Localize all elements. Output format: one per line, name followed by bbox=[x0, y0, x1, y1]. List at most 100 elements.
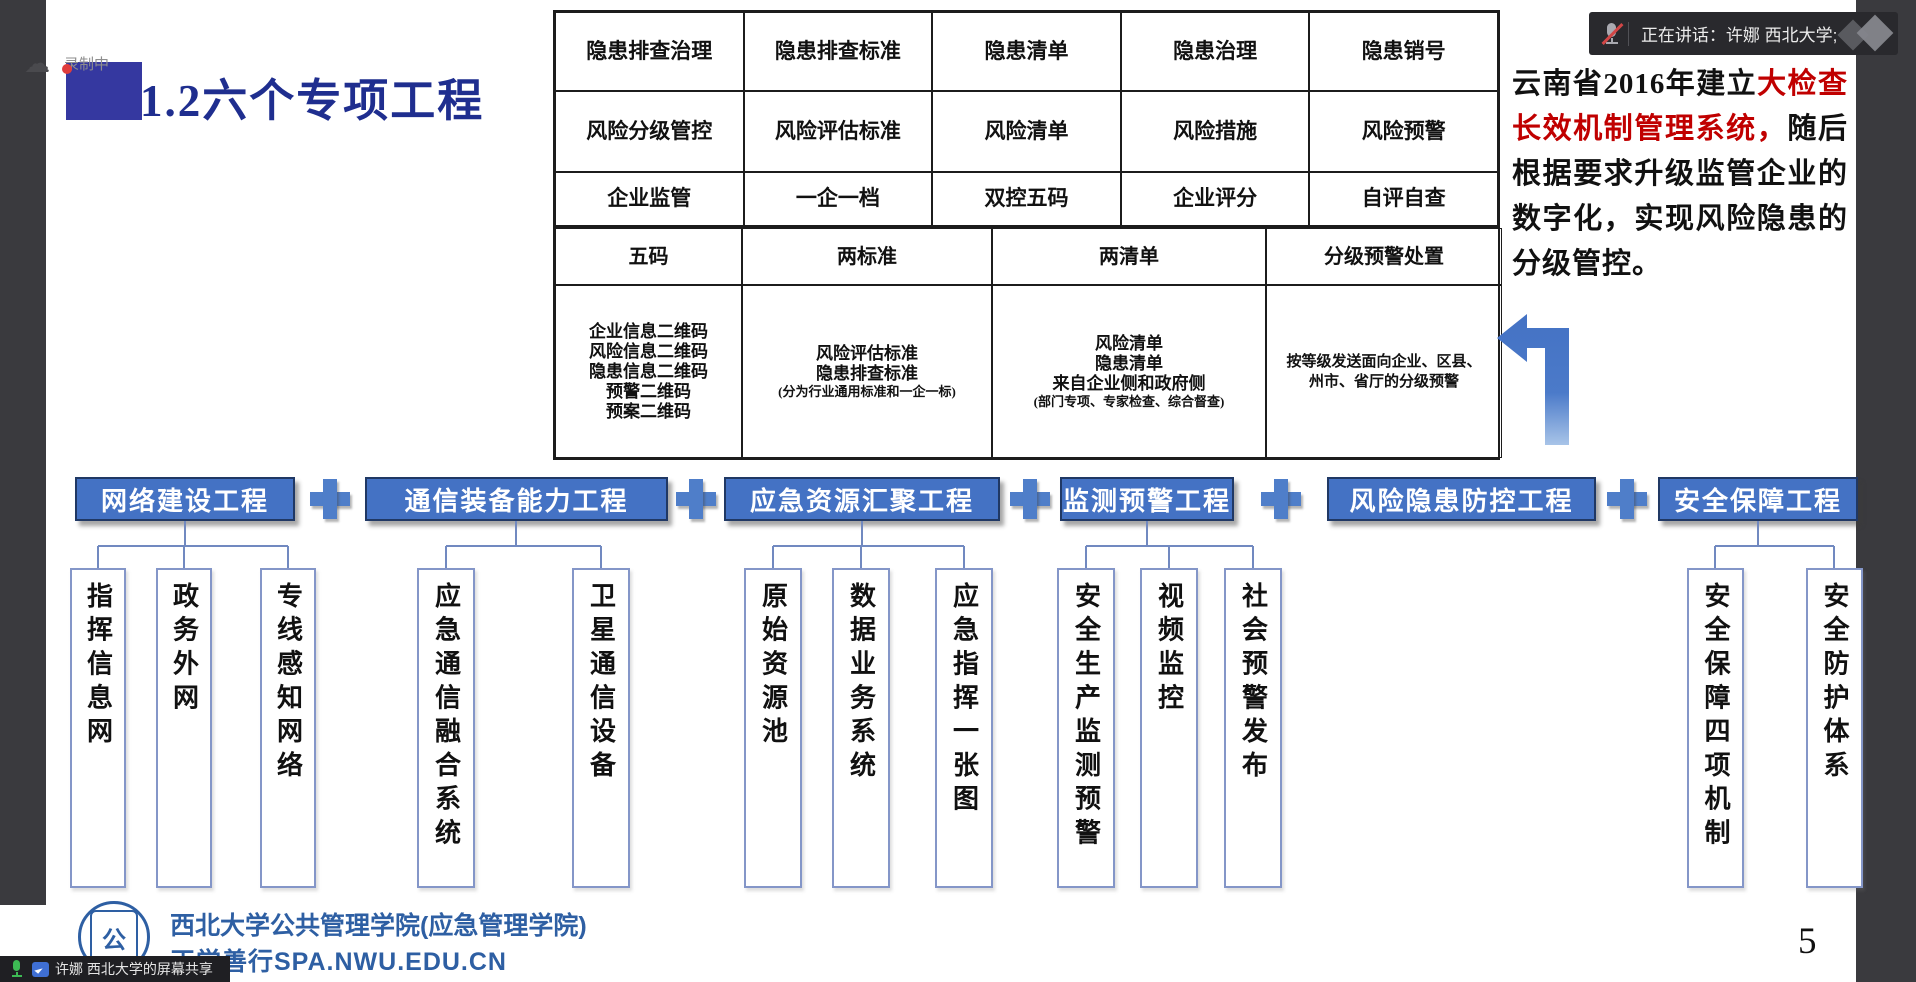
footer-school-name: 西北大学公共管理学院(应急管理学院) bbox=[170, 912, 587, 940]
page-title: 1.2六个专项工程 bbox=[140, 76, 485, 126]
table-detail-cell: 按等级发送面向企业、区县、 州市、省厅的分级预警 bbox=[1266, 285, 1502, 458]
sub-item-box: 专线感知网络 bbox=[260, 568, 316, 888]
connector bbox=[600, 546, 602, 569]
detail-note: (部门专项、专家检查、综合督查) bbox=[1033, 393, 1225, 409]
connector bbox=[772, 546, 774, 569]
double-diamond-logo-icon bbox=[1837, 14, 1894, 54]
speaking-label: 正在讲话：许娜 西北大学; bbox=[1640, 26, 1838, 45]
sub-item-box: 安全保障四项机制 bbox=[1687, 568, 1744, 888]
detail-line: 预案二维码 bbox=[606, 401, 691, 421]
project-box-risk-control: 风险隐患防控工程 bbox=[1327, 477, 1596, 521]
detail-line: 州市、省厅的分级预警 bbox=[1308, 373, 1459, 390]
connector bbox=[773, 545, 964, 547]
connector bbox=[1757, 521, 1759, 546]
connector bbox=[445, 546, 447, 569]
table-cell: 隐患销号 bbox=[1309, 12, 1498, 91]
plus-connector-icon bbox=[676, 479, 716, 519]
recording-cloud-icon: ☁ bbox=[24, 50, 72, 76]
detail-line: 隐患清单 bbox=[1095, 353, 1163, 373]
connector bbox=[184, 521, 186, 546]
sub-item-box: 卫星通信设备 bbox=[572, 568, 630, 888]
screen-share-status-bar: 许娜 西北大学的屏幕共享 bbox=[0, 956, 230, 982]
sub-item-box: 视频监控 bbox=[1140, 568, 1198, 888]
plus-connector-icon bbox=[1261, 479, 1301, 519]
connector bbox=[1146, 521, 1148, 546]
divider bbox=[1628, 21, 1629, 46]
detail-line: 风险信息二维码 bbox=[589, 341, 708, 361]
recording-indicator: ☁ 录制中 bbox=[24, 50, 109, 76]
table-group-header: 两清单 bbox=[992, 228, 1266, 285]
project-box-communication: 通信装备能力工程 bbox=[365, 477, 668, 521]
connector bbox=[97, 546, 99, 569]
sub-item-box: 社会预警发布 bbox=[1224, 568, 1282, 888]
table-cell: 风险预警 bbox=[1309, 91, 1498, 172]
connector bbox=[1085, 546, 1087, 569]
detail-line: 隐患排查标准 bbox=[816, 363, 918, 383]
side-note-post: 随后根据要求升级监管企业的数字化，实现风险隐患的分级管控。 bbox=[1512, 113, 1848, 280]
side-note-highlight: 大检查长效机制管理系统， bbox=[1512, 68, 1848, 145]
table-cell: 隐患清单 bbox=[932, 12, 1121, 91]
muted-mic-icon bbox=[1601, 21, 1624, 47]
connector bbox=[861, 521, 863, 546]
detail-line: 风险清单 bbox=[1095, 333, 1163, 353]
plus-connector-icon bbox=[1607, 479, 1647, 519]
connector bbox=[963, 546, 965, 569]
sub-item-label: 安全保障四项机制 bbox=[1701, 582, 1730, 853]
sub-item-label: 政务外网 bbox=[169, 582, 199, 718]
connector bbox=[1168, 546, 1170, 569]
connector bbox=[1833, 546, 1835, 569]
screen-share-icon[interactable] bbox=[32, 961, 49, 977]
connector bbox=[1715, 545, 1834, 547]
detail-line: 隐患信息二维码 bbox=[589, 361, 708, 381]
table-cell: 风险措施 bbox=[1120, 91, 1310, 172]
sub-item-label: 安全生产监测预警 bbox=[1071, 582, 1101, 853]
sub-item-label: 指挥信息网 bbox=[83, 582, 113, 751]
connector bbox=[98, 545, 288, 547]
sub-item-label: 原始资源池 bbox=[758, 582, 788, 751]
sub-item-label: 应急通信融合系统 bbox=[431, 582, 461, 853]
connector bbox=[446, 545, 601, 547]
mic-active-icon[interactable] bbox=[8, 959, 24, 979]
detail-line: 预警二维码 bbox=[606, 381, 691, 401]
sub-item-label: 数据业务系统 bbox=[846, 582, 876, 785]
table-cell: 隐患治理 bbox=[1120, 12, 1310, 91]
sub-item-box: 应急指挥一张图 bbox=[935, 568, 993, 888]
table-group-header: 分级预警处置 bbox=[1266, 228, 1502, 285]
speaking-indicator-bar: 正在讲话：许娜 西北大学; bbox=[1589, 12, 1898, 55]
title-decoration-square bbox=[66, 62, 142, 120]
side-note: 云南省2016年建立大检查长效机制管理系统，随后根据要求升级监管企业的数字化，实… bbox=[1512, 62, 1848, 287]
connector bbox=[183, 546, 185, 569]
dual-control-table-top: 隐患排查治理 隐患排查标准 隐患清单 隐患治理 隐患销号 风险分级管控 风险评估… bbox=[553, 10, 1500, 228]
project-box-security: 安全保障工程 bbox=[1658, 477, 1858, 521]
table-cell: 双控五码 bbox=[932, 172, 1121, 226]
table-cell: 风险清单 bbox=[932, 91, 1121, 172]
dual-control-table-bottom: 五码 两标准 两清单 分级预警处置 企业信息二维码 风险信息二维码 隐患信息二维… bbox=[553, 226, 1502, 460]
table-cell: 企业评分 bbox=[1120, 172, 1310, 226]
letterbox-right bbox=[1856, 0, 1916, 982]
sub-item-box: 数据业务系统 bbox=[832, 568, 890, 888]
sub-item-box: 政务外网 bbox=[156, 568, 212, 888]
detail-line: 风险评估标准 bbox=[816, 343, 918, 363]
sub-item-label: 社会预警发布 bbox=[1238, 582, 1268, 785]
sub-item-label: 卫星通信设备 bbox=[586, 582, 616, 785]
sub-item-box: 安全防护体系 bbox=[1806, 568, 1863, 888]
table-cell: 风险分级管控 bbox=[555, 91, 744, 172]
sub-item-box: 安全生产监测预警 bbox=[1057, 568, 1115, 888]
sub-item-label: 安全防护体系 bbox=[1820, 582, 1849, 785]
table-detail-cell: 企业信息二维码 风险信息二维码 隐患信息二维码 预警二维码 预案二维码 bbox=[555, 285, 742, 458]
connector bbox=[860, 546, 862, 569]
sub-item-box: 指挥信息网 bbox=[70, 568, 126, 888]
detail-note: (分为行业通用标准和一企一标) bbox=[778, 383, 956, 399]
connector bbox=[1252, 546, 1254, 569]
table-cell: 自评自查 bbox=[1309, 172, 1498, 226]
table-detail-cell: 风险评估标准 隐患排查标准 (分为行业通用标准和一企一标) bbox=[742, 285, 992, 458]
detail-line: 按等级发送面向企业、区县、 bbox=[1286, 353, 1482, 370]
detail-line: 企业信息二维码 bbox=[589, 321, 708, 341]
project-box-network: 网络建设工程 bbox=[75, 477, 295, 521]
sub-item-label: 应急指挥一张图 bbox=[949, 582, 979, 819]
table-cell: 隐患排查治理 bbox=[555, 12, 744, 91]
detail-line: 来自企业侧和政府侧 bbox=[1052, 373, 1206, 393]
connector bbox=[515, 521, 517, 546]
project-box-resources: 应急资源汇聚工程 bbox=[724, 477, 1000, 521]
